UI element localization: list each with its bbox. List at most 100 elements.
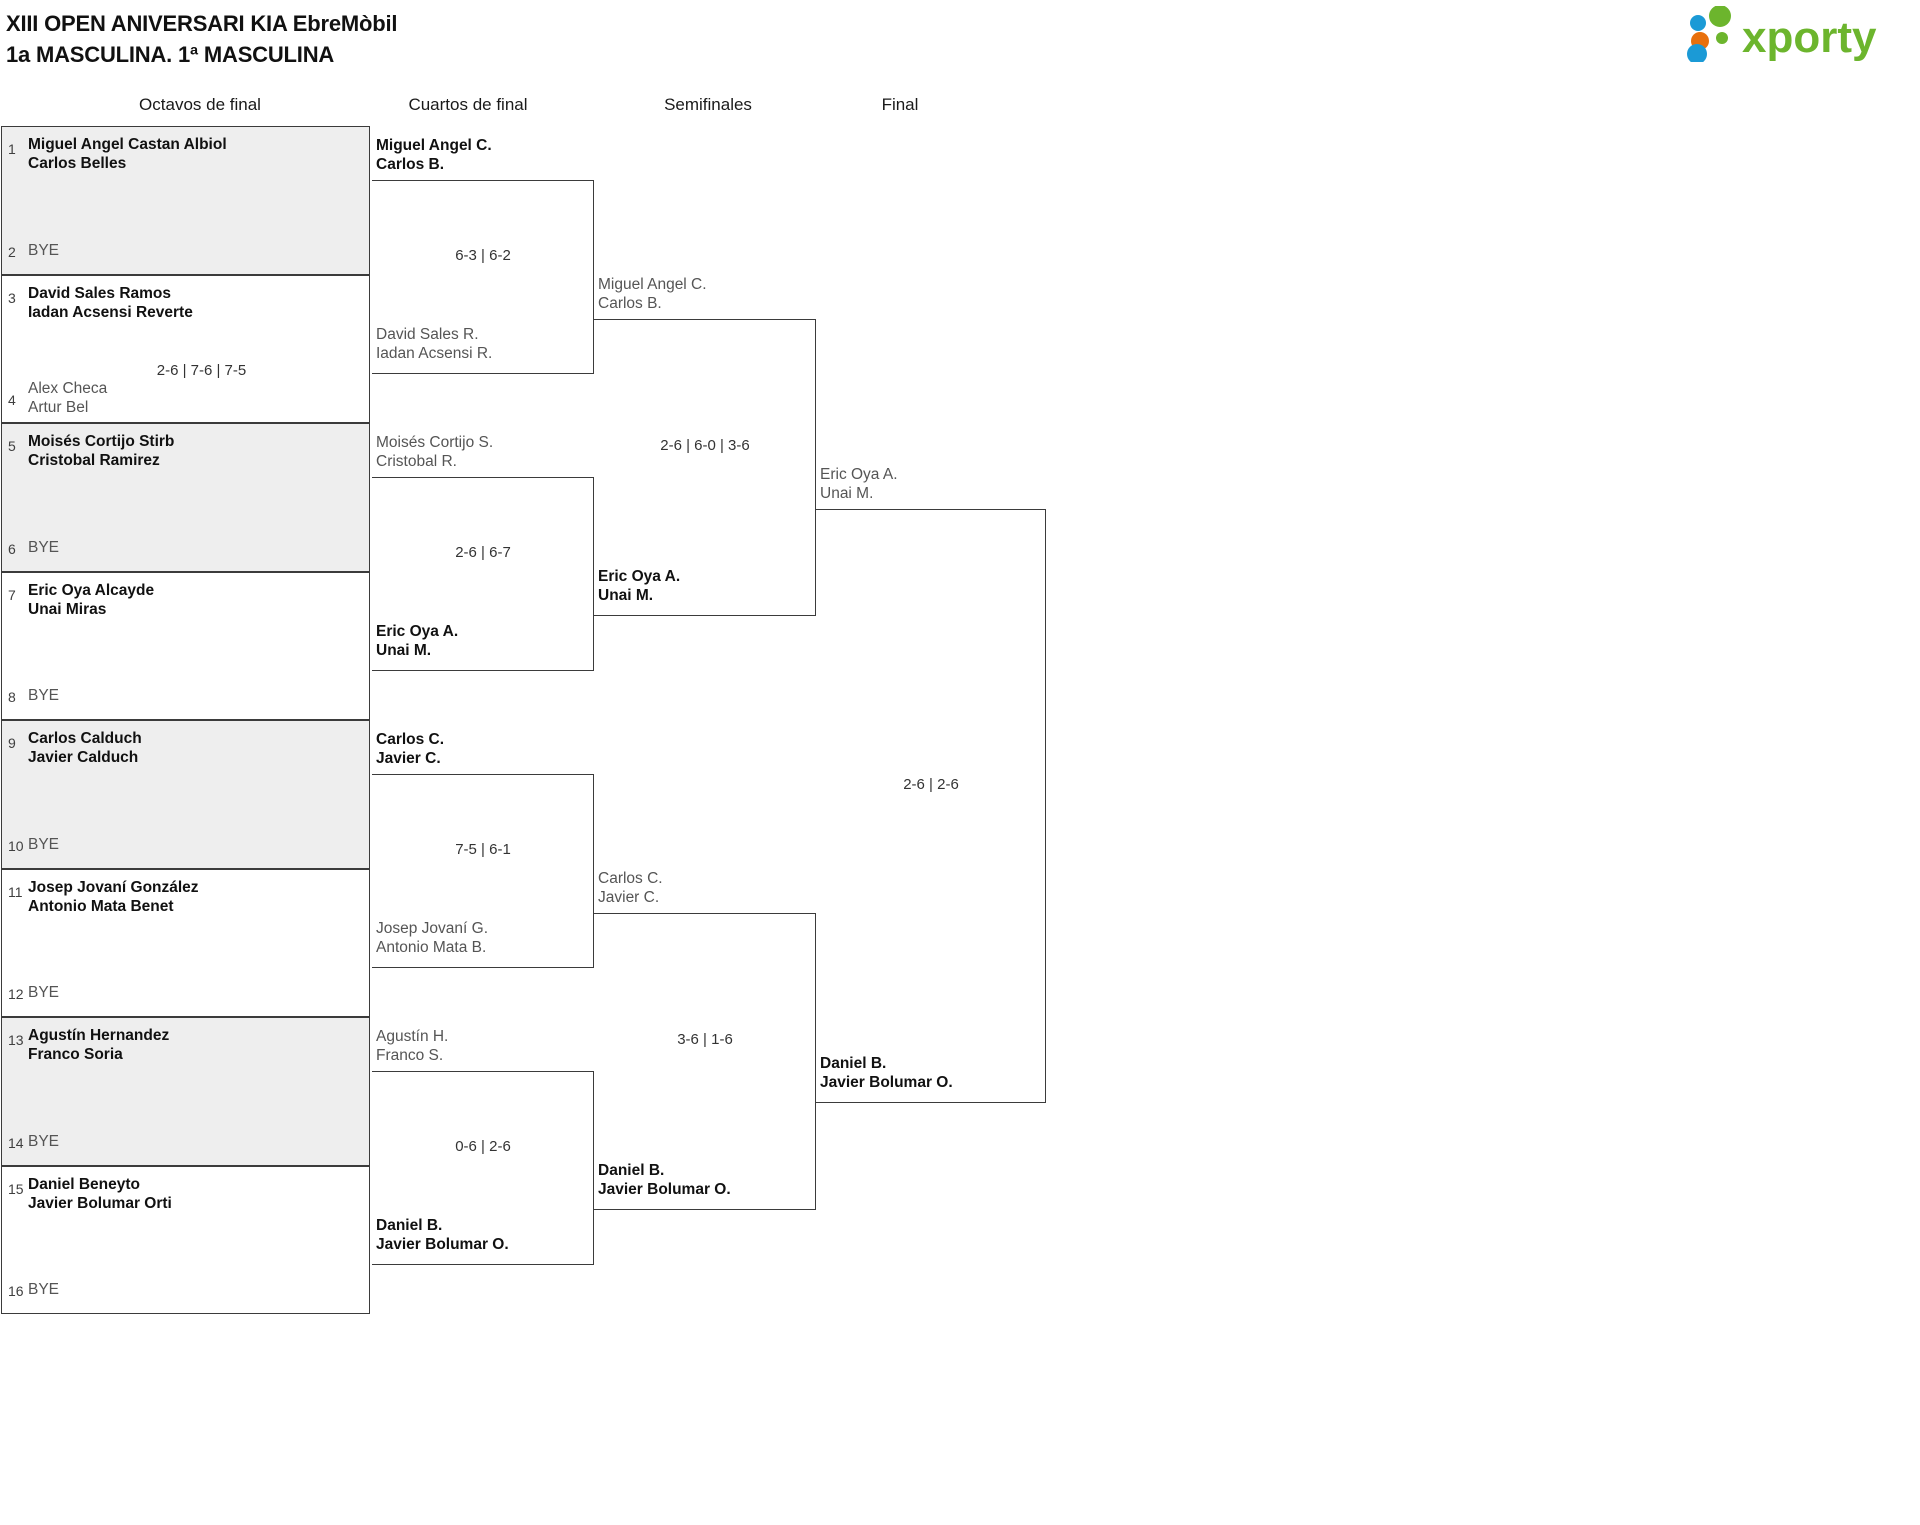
qf-player-top-4: Agustín H. Franco S. — [376, 1027, 448, 1065]
seed-number-9: 9 — [8, 735, 16, 751]
tournament-title-line2: 1a MASCULINA. 1ª MASCULINA — [6, 42, 335, 67]
r1-player-top-7-line2: Franco Soria — [28, 1046, 123, 1063]
sf-score-2: 3-6 | 1-6 — [677, 1031, 733, 1049]
final-player-bot-champion: Daniel B.Javier Bolumar O. — [820, 1054, 953, 1092]
seed-number-15: 15 — [8, 1180, 24, 1197]
qf-player-bot-1: David Sales R.Iadan Acsensi R. — [376, 325, 492, 363]
r1-player-top-3-line1: Moisés Cortijo Stirb — [28, 433, 175, 450]
r1-player-top-1-line1: Miguel Angel Castan Albiol — [28, 136, 227, 153]
qf-player-bot-3: Josep Jovaní G.Antonio Mata B. — [376, 919, 488, 957]
r1-bye-5: BYE — [28, 835, 60, 853]
sf-player-bot-2-line2: Javier Bolumar O. — [598, 1180, 731, 1198]
r1-player-top-8-line2: Javier Bolumar Orti — [28, 1194, 172, 1212]
r1-player-top-4-line2: Unai Miras — [28, 600, 107, 618]
qf-player-top-1-line2: Carlos B. — [376, 156, 445, 173]
sf-player-top-1-line1: Miguel Angel C. — [598, 275, 707, 293]
seed-number-11: 11 — [8, 883, 23, 900]
r1-bye-6: BYE — [28, 984, 60, 1001]
r1-score-2: 2-6 | 7-6 | 7-5 — [156, 361, 247, 379]
sf-score-1: 2-6 | 6-0 | 3-6 — [660, 437, 750, 455]
seed-number-8: 8 — [8, 689, 16, 705]
sf-player-bot-2-line1: Daniel B. — [598, 1161, 665, 1179]
qf-score-3: 7-5 | 6-1 — [455, 840, 511, 858]
qf-connector-3 — [372, 774, 594, 968]
r1-bye-7: BYE — [28, 1132, 60, 1150]
seed-number-2: 2 — [8, 243, 16, 260]
final-player-top-line1: Eric Oya A. — [820, 466, 898, 484]
qf-player-top-2: Moisés Cortijo S.Cristobal R. — [376, 433, 493, 471]
sf-player-top-2-line2: Javier C. — [598, 888, 660, 906]
sf-player-bot-1: Eric Oya A.Unai M. — [598, 567, 680, 605]
r1-player-top-6-line1: Josep Jovaní González — [28, 878, 199, 896]
qf-player-top-3: Carlos C.Javier C. — [376, 730, 444, 768]
seed-number-7: 7 — [8, 586, 16, 603]
seed-number-16: 16 — [8, 1283, 24, 1299]
r1-player-top-5-line1: Carlos Calduch — [28, 730, 142, 747]
qf-player-top-1: Miguel Angel C.Carlos B. — [376, 136, 492, 174]
tournament-title-line1: XIII OPEN ANIVERSARI KIA EbreMòbil — [6, 11, 398, 36]
r1-player-top-8-line1: Daniel Beneyto — [28, 1175, 140, 1193]
qf-connector-4 — [372, 1071, 594, 1265]
xporty-logo[interactable]: xporty — [1684, 6, 1910, 62]
qf-player-bot-2: Eric Oya A.Unai M. — [376, 622, 458, 660]
r1-player-top-5-line2: Javier Calduch — [28, 749, 139, 766]
r1-player-top-6-line2: Antonio Mata Benet — [28, 897, 174, 915]
qf-player-bot-4-line2: Javier Bolumar O. — [376, 1235, 509, 1253]
round-header-octavos: Octavos de final — [139, 95, 261, 114]
qf-player-bot-1-line1: David Sales R. — [376, 325, 479, 343]
seed-number-6: 6 — [8, 540, 16, 557]
r1-player-top-4-line1: Eric Oya Alcayde — [28, 581, 155, 599]
final-player-bot-champion-line1: Daniel B. — [820, 1055, 887, 1073]
seed-number-4: 4 — [8, 392, 16, 408]
qf-score-4: 0-6 | 2-6 — [455, 1137, 511, 1155]
seed-number-13: 13 — [8, 1032, 24, 1048]
r1-player-top-2-line1: David Sales Ramos — [28, 284, 172, 302]
qf-player-top-2-line2: Cristobal R. — [376, 453, 457, 470]
qf-player-bot-2-line1: Eric Oya A. — [376, 622, 459, 640]
qf-player-bot-2-line2: Unai M. — [376, 641, 432, 659]
qf-player-top-3-line2: Javier C. — [376, 750, 441, 767]
r1-player-top-1-line2: Carlos Belles — [28, 155, 127, 172]
qf-connector-2 — [372, 477, 594, 671]
sf-player-bot-1-line1: Eric Oya A. — [598, 567, 681, 585]
final-connector — [816, 509, 1046, 1104]
seed-number-14: 14 — [8, 1134, 24, 1151]
qf-player-top-4-line1: Agustín H. — [376, 1028, 449, 1045]
qf-player-top-4-line2: Franco S. — [376, 1047, 444, 1064]
sf-player-bot-2: Daniel B.Javier Bolumar O. — [598, 1161, 731, 1199]
qf-connector-1 — [372, 180, 594, 374]
qf-player-bot-3-line1: Josep Jovaní G. — [376, 919, 489, 937]
final-score: 2-6 | 2-6 — [903, 776, 959, 794]
round-header-semifinales: Semifinales — [664, 95, 752, 114]
final-player-top-line2: Unai M. — [820, 485, 874, 503]
qf-score-2: 2-6 | 6-7 — [455, 543, 511, 561]
sf-player-top-2-line1: Carlos C. — [598, 869, 663, 887]
r1-bye-8: BYE — [28, 1281, 60, 1298]
sf-player-bot-1-line2: Unai M. — [598, 586, 654, 604]
round-header-cuartos: Cuartos de final — [408, 95, 528, 114]
r1-bye-3: BYE — [28, 538, 60, 556]
sf-player-top-1: Miguel Angel C.Carlos B. — [598, 275, 707, 313]
qf-player-bot-3-line2: Antonio Mata B. — [376, 938, 487, 956]
seed-number-1: 1 — [8, 141, 16, 157]
sf-player-top-2: Carlos C.Javier C. — [598, 869, 663, 907]
r1-player-bot-2-line2: Artur Bel — [28, 399, 89, 416]
r1-bye-4: BYE — [28, 687, 60, 704]
seed-number-12: 12 — [8, 986, 24, 1002]
